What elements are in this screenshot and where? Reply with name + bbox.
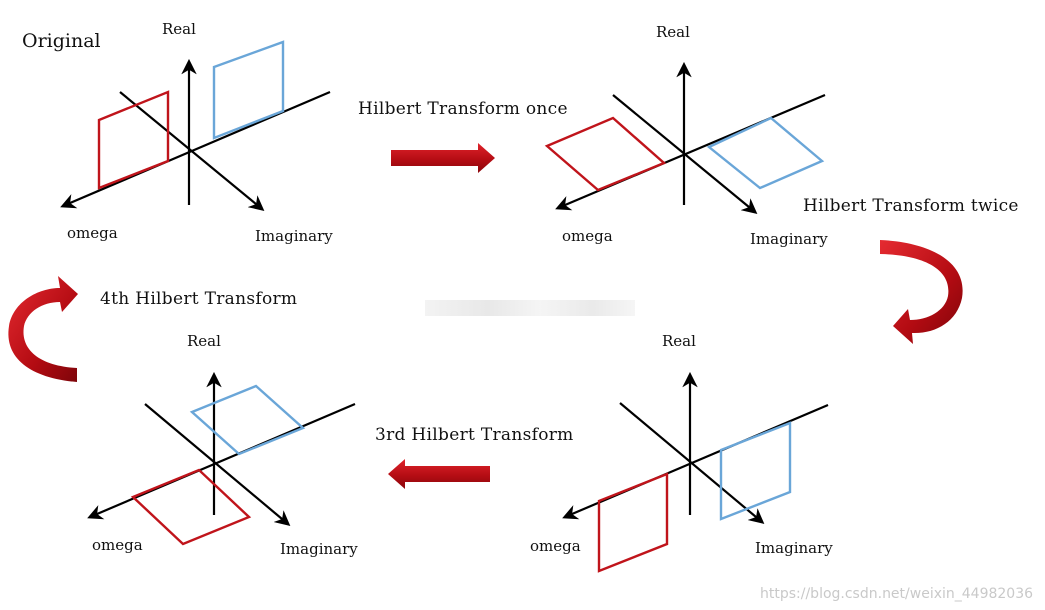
imaginary-axis-label: Imaginary (255, 227, 333, 245)
omega-axis-label: omega (92, 536, 143, 554)
curved-arrow-up-icon (8, 276, 78, 382)
omega-axis-label: omega (67, 224, 118, 242)
imaginary-component-shape (212, 40, 285, 140)
omega-axis (60, 90, 331, 209)
right-arrow-icon (391, 143, 495, 173)
omega-axis (87, 402, 356, 520)
panel-transform-once: Real omega Imaginary (544, 23, 828, 248)
real-component-shape (597, 472, 669, 573)
imaginary-component-shape (706, 116, 825, 190)
real-component-shape (544, 116, 667, 192)
real-component-shape (97, 90, 170, 190)
omega-axis (562, 403, 829, 520)
caption-transform-once: Hilbert Transform once (358, 99, 568, 119)
real-axis-label: Real (656, 23, 690, 41)
watermark-text: https://blog.csdn.net/weixin_44982036 (760, 586, 1033, 602)
imaginary-axis (619, 402, 765, 524)
omega-axis-label: omega (562, 227, 613, 245)
panel-transform-twice: Real omega Imaginary (530, 332, 833, 573)
real-axis-label: Real (662, 332, 696, 350)
curved-arrow-down-icon (880, 240, 963, 344)
caption-transform-third: 3rd Hilbert Transform (375, 425, 574, 445)
imaginary-component-shape (189, 384, 306, 456)
omega-axis-label: omega (530, 537, 581, 555)
imaginary-axis-label: Imaginary (750, 230, 828, 248)
imaginary-axis (612, 94, 758, 214)
real-component-shape (130, 468, 252, 546)
imaginary-axis (144, 403, 291, 526)
panel-original: Real omega Imaginary (60, 20, 333, 245)
real-axis-label: Real (187, 332, 221, 350)
diagram-title: Original (22, 30, 101, 52)
imaginary-axis-label: Imaginary (755, 539, 833, 557)
caption-transform-twice: Hilbert Transform twice (803, 196, 1019, 216)
imaginary-axis (119, 91, 265, 211)
imaginary-component-shape (719, 421, 792, 521)
left-arrow-icon (388, 459, 490, 489)
real-axis-label: Real (162, 20, 196, 38)
panel-transform-third: Real omega Imaginary (87, 332, 358, 558)
caption-transform-fourth: 4th Hilbert Transform (100, 289, 297, 309)
imaginary-axis-label: Imaginary (280, 540, 358, 558)
blurred-region (425, 300, 635, 316)
